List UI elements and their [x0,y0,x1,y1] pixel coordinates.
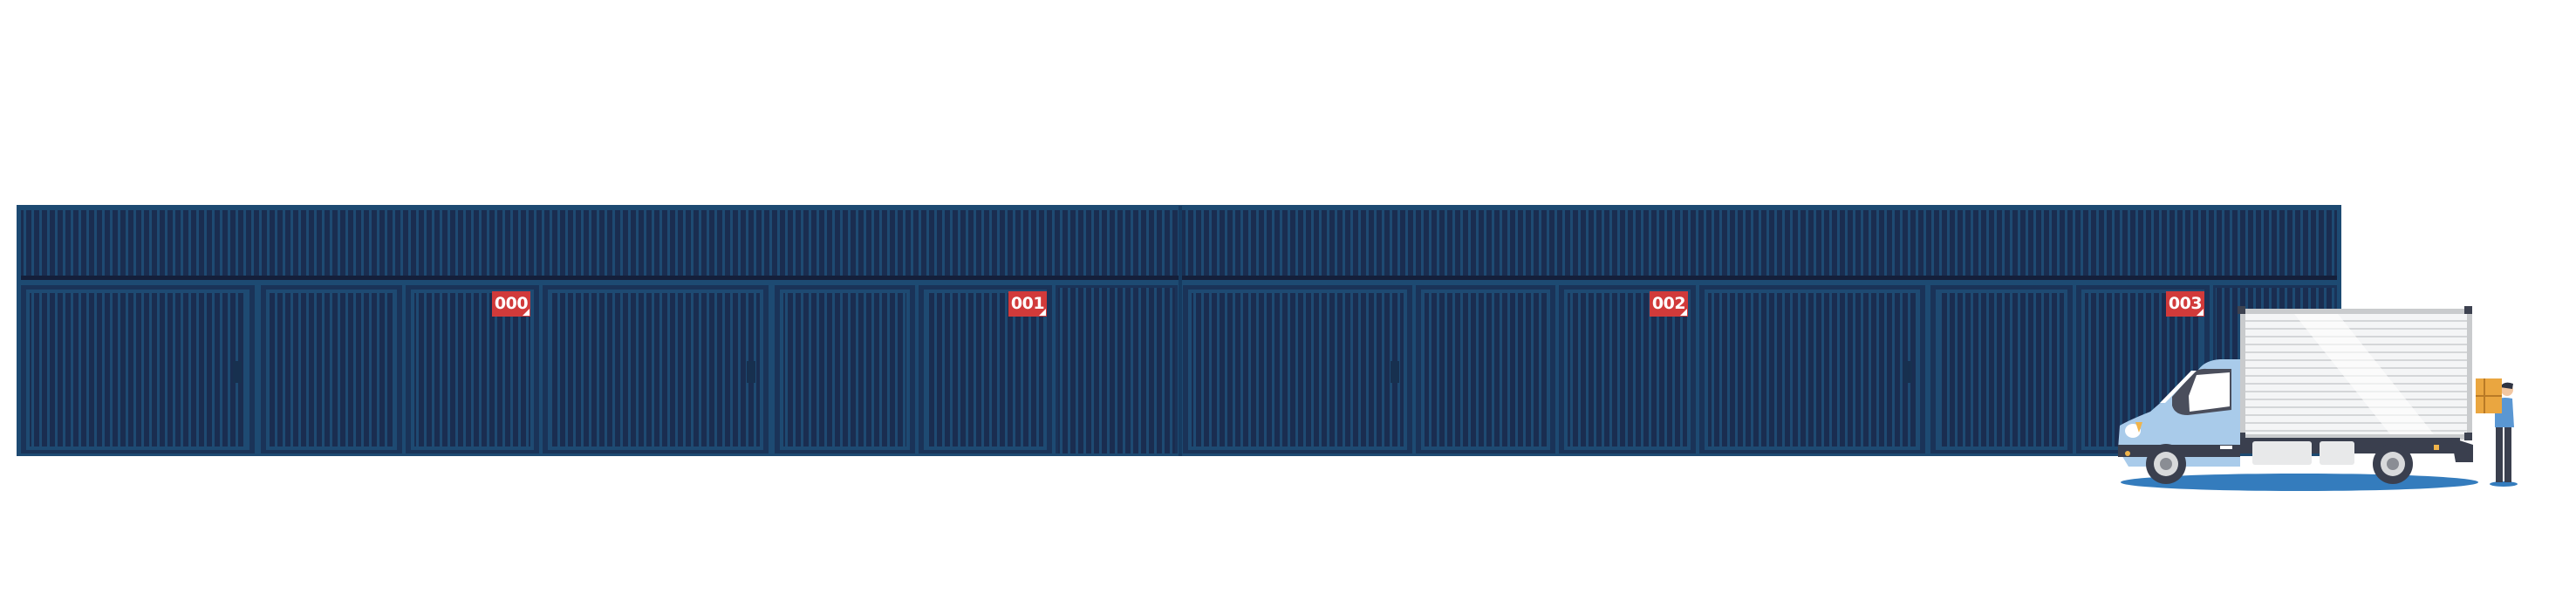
unit-number-label: 001 [1008,291,1047,317]
unit-number-label: 003 [2166,291,2204,317]
unit-number-label: 002 [1650,291,1688,317]
delivery-truck [2118,306,2473,484]
unit-number-label: 000 [492,291,530,317]
door-handle [1903,361,1912,383]
door-handle [1390,361,1399,383]
delivery-worker [2476,378,2518,487]
door-handle [747,361,755,383]
door-handle [233,361,242,383]
